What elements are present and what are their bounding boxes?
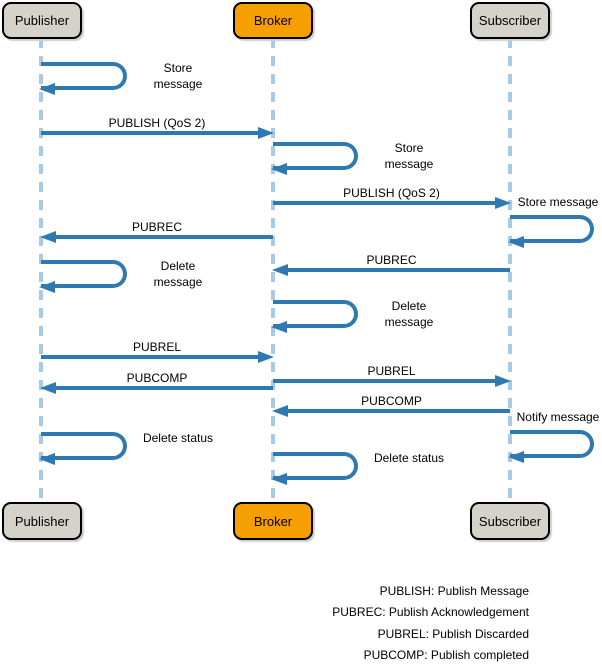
- arrow-line: [41, 131, 260, 135]
- loop-curve: [273, 142, 358, 170]
- self-message-publisher-delete-message: Delete message: [39, 259, 202, 293]
- legend-line-pubcomp: PUBCOMP: Publish completed: [363, 647, 529, 662]
- actor-publisher-bottom: Publisher: [2, 502, 82, 540]
- loop-curve: [510, 215, 594, 243]
- message-label: PUBCOMP: [361, 394, 422, 408]
- message-label: Delete status: [142, 431, 214, 445]
- message-label: Delete message: [153, 259, 203, 289]
- message-pubcomp-sub-to-broker: PUBCOMP: [272, 394, 510, 417]
- actor-subscriber-top: Subscriber: [470, 2, 550, 39]
- arrowhead-left-icon: [271, 321, 287, 333]
- arrowhead-left-icon: [508, 236, 524, 248]
- message-label: Delete message: [384, 299, 434, 329]
- loop-curve: [510, 430, 594, 458]
- arrowhead-left-icon: [272, 405, 288, 417]
- arrowhead-left-icon: [40, 382, 56, 394]
- message-label: Delete status: [373, 451, 445, 465]
- arrowhead-right-icon: [258, 351, 274, 363]
- actor-broker-bottom: Broker: [233, 502, 313, 540]
- loop-curve: [41, 260, 127, 288]
- self-message-subscriber-notify: Notify message: [508, 410, 599, 463]
- arrow-line: [54, 386, 273, 390]
- message-label: PUBREL: [367, 364, 416, 378]
- message-pubrec-sub-to-broker: PUBREC: [272, 253, 510, 276]
- legend-line-pubrec: PUBREC: Publish Acknowledgement: [332, 605, 529, 620]
- arrow-line: [54, 235, 273, 239]
- arrowhead-left-icon: [39, 453, 55, 465]
- loop-curve: [41, 62, 127, 90]
- arrowhead-left-icon: [508, 451, 524, 463]
- message-label: PUBLISH (QoS 2): [108, 116, 206, 130]
- message-pubrec-broker-to-pub: PUBREC: [40, 220, 273, 243]
- message-pubcomp-broker-to-pub: PUBCOMP: [40, 371, 273, 394]
- message-publish-qos2-pub-to-broker: PUBLISH (QoS 2): [41, 116, 274, 139]
- arrow-line: [286, 409, 510, 413]
- message-publish-qos2-broker-to-sub: PUBLISH (QoS 2): [273, 186, 511, 209]
- self-message-broker-delete-status: Delete status: [271, 451, 444, 485]
- legend-line-publish: PUBLISH: Publish Message: [379, 584, 529, 598]
- loop-curve: [273, 452, 358, 480]
- arrowhead-left-icon: [272, 264, 288, 276]
- actor-publisher-top: Publisher: [2, 2, 82, 39]
- arrowhead-right-icon: [495, 375, 511, 387]
- message-label: Store message: [384, 141, 434, 171]
- actor-subscriber-bottom: Subscriber: [470, 502, 550, 540]
- arrowhead-left-icon: [39, 281, 55, 293]
- arrow-line: [273, 379, 497, 383]
- message-label: Notify message: [516, 410, 600, 424]
- arrowhead-left-icon: [39, 83, 55, 95]
- message-label: PUBLISH (QoS 2): [343, 186, 440, 200]
- message-label: PUBREL: [132, 340, 182, 354]
- self-message-subscriber-store: Store message: [508, 195, 598, 248]
- message-label: Store message: [517, 195, 599, 209]
- self-message-publisher-delete-status: Delete status: [39, 431, 213, 465]
- message-pubrel-pub-to-broker: PUBREL: [41, 340, 274, 363]
- self-message-broker-store: Store message: [271, 141, 433, 175]
- arrowhead-left-icon: [271, 473, 287, 485]
- arrow-line: [273, 201, 497, 205]
- arrowhead-left-icon: [271, 163, 287, 175]
- arrowhead-right-icon: [495, 197, 511, 209]
- message-label: PUBCOMP: [126, 371, 188, 385]
- message-label: Store message: [153, 61, 203, 91]
- loop-curve: [41, 432, 127, 460]
- arrow-line: [41, 355, 260, 359]
- message-label: PUBREC: [131, 220, 182, 234]
- self-message-broker-delete-message: Delete message: [271, 299, 433, 333]
- arrowhead-right-icon: [258, 127, 274, 139]
- arrowhead-left-icon: [40, 231, 56, 243]
- actor-broker-top: Broker: [233, 2, 313, 39]
- self-message-publisher-store: Store message: [39, 61, 202, 95]
- lifeline-subscriber: [508, 38, 512, 502]
- message-label: PUBREC: [366, 253, 417, 267]
- loop-curve: [273, 300, 358, 328]
- legend-line-pubrel: PUBREL: Publish Discarded: [377, 626, 529, 641]
- legend: PUBLISH: Publish Message PUBREC: Publish…: [332, 581, 529, 666]
- message-pubrel-broker-to-sub: PUBREL: [273, 364, 511, 387]
- arrow-line: [286, 268, 510, 272]
